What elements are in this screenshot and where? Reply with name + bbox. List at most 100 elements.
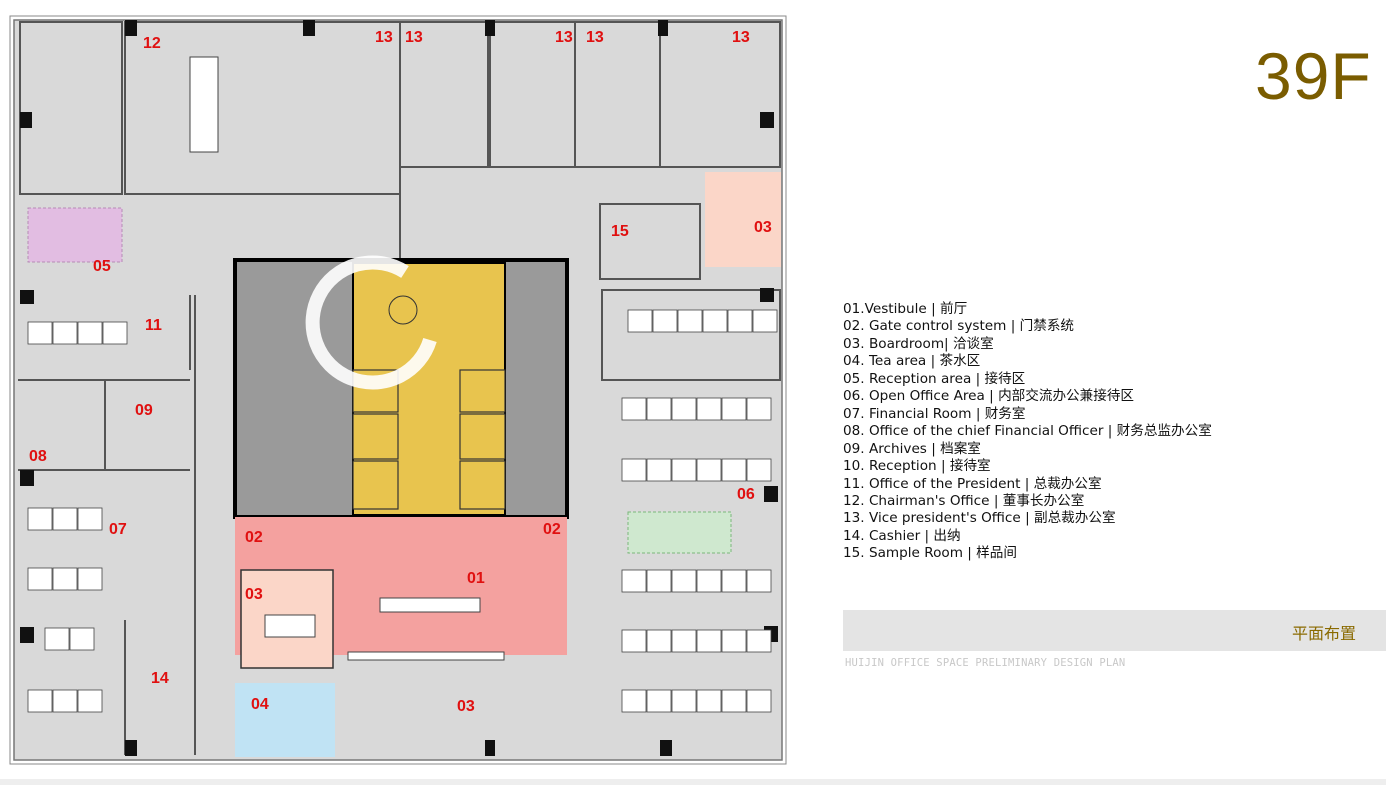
workstation-desk	[671, 458, 697, 482]
workstation-desk	[671, 397, 697, 421]
top-office-walls	[18, 21, 781, 755]
workstation-desk	[646, 397, 672, 421]
workstation-desk	[746, 397, 772, 421]
workstation-desk	[621, 689, 647, 713]
workstation-desk	[52, 507, 78, 531]
banner-label: 平面布置	[1291, 624, 1356, 643]
floor-title: 39F	[1255, 39, 1372, 113]
reception-desk	[379, 597, 481, 613]
marker-09: 09	[135, 402, 153, 419]
legend-item: 10. Reception | 接待室	[843, 458, 991, 475]
legend-item: 15. Sample Room | 样品间	[843, 545, 1017, 562]
desk-groups	[27, 309, 778, 713]
elevators	[352, 369, 506, 510]
marker-06: 06	[737, 486, 755, 503]
workstation-desk	[52, 567, 78, 591]
workstation-desk	[746, 458, 772, 482]
zone-boardroom-top-right	[705, 172, 781, 267]
zone-tea-area	[235, 683, 335, 757]
marker-05: 05	[93, 258, 111, 275]
marker-03: 03	[754, 219, 772, 236]
boardroom-table	[264, 614, 316, 638]
round-table	[388, 295, 418, 325]
workstation-desk	[746, 569, 772, 593]
legend-item: 02. Gate control system | 门禁系统	[843, 318, 1075, 335]
workstation-desk	[671, 629, 697, 653]
section-banner: 平面布置	[843, 610, 1386, 651]
workstation-desk	[721, 397, 747, 421]
legend-item: 01.Vestibule | 前厅	[843, 301, 968, 317]
spiral-staircase	[305, 255, 437, 390]
marker-15: 15	[611, 223, 629, 240]
chairman-desk	[189, 56, 219, 153]
legend-item: 03. Boardroom| 洽谈室	[843, 335, 994, 352]
legend-item: 08. Office of the chief Financial Office…	[843, 423, 1212, 440]
workstation-desk	[77, 689, 103, 713]
marker-02: 02	[245, 529, 263, 546]
zone-reception-area	[27, 207, 123, 263]
marker-13: 13	[732, 29, 750, 46]
workstation-desk	[102, 321, 128, 345]
workstation-desk	[627, 309, 653, 333]
legend-item: 05. Reception area | 接待区	[843, 370, 1026, 387]
workstation-desk	[27, 507, 53, 531]
legend-item: 06. Open Office Area | 内部交流办公兼接待区	[843, 388, 1135, 405]
workstation-desk	[27, 321, 53, 345]
workstation-desk	[721, 689, 747, 713]
marker-13: 13	[405, 29, 423, 46]
workstation-desk	[696, 569, 722, 593]
workstation-desk	[621, 569, 647, 593]
workstation-desk	[52, 689, 78, 713]
marker-04: 04	[251, 696, 269, 713]
workstation-desk	[752, 309, 778, 333]
marker-12: 12	[143, 35, 161, 52]
workstation-desk	[671, 689, 697, 713]
bottom-bar	[0, 779, 1386, 785]
room-number-markers: 12 13 13 13 13 13 05 11 09 08 07 14 04 0…	[29, 29, 772, 715]
marker-14: 14	[151, 670, 169, 687]
floor-plan: 12 13 13 13 13 13 05 11 09 08 07 14 04 0…	[9, 15, 787, 765]
workstation-desk	[671, 569, 697, 593]
workstation-desk	[696, 629, 722, 653]
workstation-desk	[696, 458, 722, 482]
workstation-desk	[44, 627, 70, 651]
legend-item: 14. Cashier | 出纳	[843, 527, 961, 544]
legend-item: 11. Office of the President | 总裁办公室	[843, 475, 1102, 492]
marker-07: 07	[109, 521, 127, 538]
marker-02: 02	[543, 521, 561, 538]
zone-discussion-area	[627, 511, 732, 554]
reception-counter	[347, 651, 505, 661]
workstation-desk	[721, 569, 747, 593]
workstation-desk	[652, 309, 678, 333]
workstation-desk	[727, 309, 753, 333]
legend-item: 09. Archives | 档案室	[843, 440, 981, 457]
marker-03: 03	[457, 698, 475, 715]
marker-11: 11	[145, 317, 162, 334]
legend-item: 12. Chairman's Office | 董事长办公室	[843, 492, 1085, 509]
workstation-desk	[702, 309, 728, 333]
workstation-desk	[646, 689, 672, 713]
marker-03: 03	[245, 586, 263, 603]
workstation-desk	[721, 458, 747, 482]
workstation-desk	[646, 569, 672, 593]
workstation-desk	[721, 629, 747, 653]
workstation-desk	[77, 507, 103, 531]
legend-item: 04. Tea area | 茶水区	[843, 353, 981, 370]
plan-subtitle: HUIJIN OFFICE SPACE PRELIMINARY DESIGN P…	[845, 657, 1126, 669]
workstation-desk	[77, 567, 103, 591]
marker-01: 01	[467, 570, 485, 587]
workstation-desk	[52, 321, 78, 345]
workstation-desk	[746, 689, 772, 713]
workstation-desk	[677, 309, 703, 333]
legend-item: 07. Financial Room | 财务室	[843, 405, 1026, 422]
workstation-desk	[746, 629, 772, 653]
legend-item: 13. Vice president's Office | 副总裁办公室	[843, 510, 1116, 527]
marker-13: 13	[555, 29, 573, 46]
workstation-desk	[77, 321, 103, 345]
workstation-desk	[27, 689, 53, 713]
room-legend: 01.Vestibule | 前厅 02. Gate control syste…	[843, 301, 1212, 563]
workstation-desk	[69, 627, 95, 651]
marker-08: 08	[29, 448, 47, 465]
workstation-desk	[696, 689, 722, 713]
workstation-desk	[646, 458, 672, 482]
